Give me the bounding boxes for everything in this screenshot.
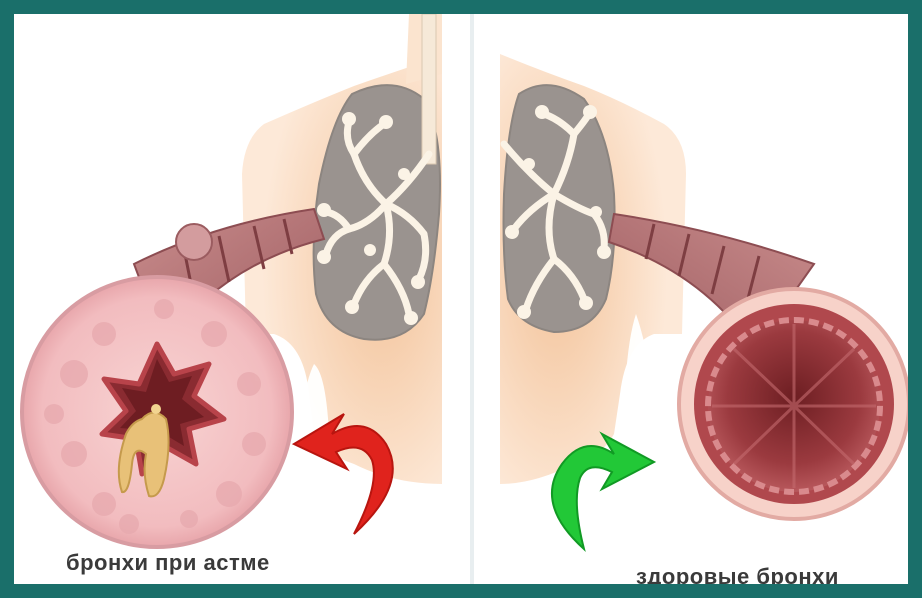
- trachea-left: [422, 14, 436, 164]
- left-panel-asthma: [14, 14, 444, 584]
- right-panel-healthy: [500, 54, 908, 549]
- bronchi-illustration: [14, 14, 908, 584]
- caption-asthma: бронхи при астме: [66, 550, 270, 576]
- caption-healthy: здоровые бронхи: [636, 564, 839, 584]
- illustration-canvas: бронхи при астме здоровые бронхи: [14, 14, 908, 584]
- tube-knob-left: [176, 224, 212, 260]
- mucus-bubble: [151, 404, 161, 414]
